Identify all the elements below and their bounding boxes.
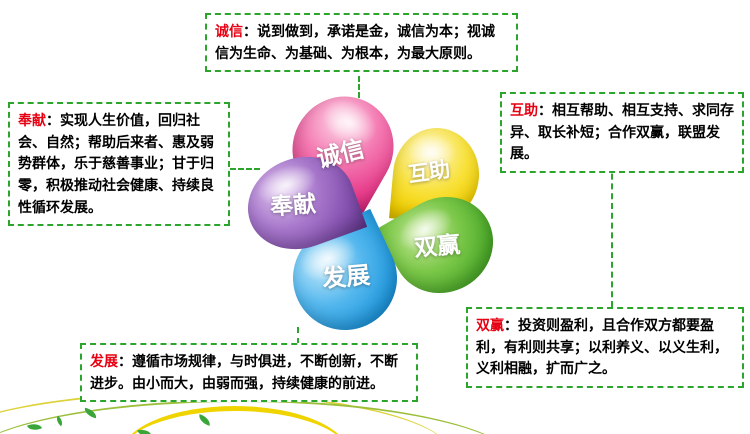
petal-label-shuangying: 双赢 [413,231,462,261]
note-text-chengxin: ：说到做到，承诺是金，诚信为本；视诚信为生命、为基础、为根本，为最大原则。 [215,23,495,61]
connector-fengxian [230,168,260,170]
note-text-huzhu: ：相互帮助、相互支持、求同存异、取长补短；合作双赢，联盟发展。 [510,102,734,162]
note-keyword-huzhu: 互助 [510,102,538,118]
note-box-chengxin: 诚信：说到做到，承诺是金，诚信为本；视诚信为生命、为基础、为根本，为最大原则。 [205,13,518,73]
note-box-huzhu: 互助：相互帮助、相互支持、求同存异、取长补短；合作双赢，联盟发展。 [500,92,744,174]
petal-label-huzhu: 互助 [406,158,452,187]
connector-fazhan [297,327,299,344]
note-text-shuangying: ：投资则盈利，且合作双方都要盈利，有利则共享；以利养义、以义生利，义利相融，扩而… [476,317,728,377]
petal-label-fengxian: 奉献 [269,190,317,220]
note-box-shuangying: 双赢：投资则盈利，且合作双方都要盈利，有利则共享；以利养义、以义生利，义利相融，… [466,307,744,389]
note-keyword-fengxian: 奉献 [18,112,46,128]
note-box-fengxian: 奉献：实现人生价值，回归社会、自然；帮助后来者、惠及弱势群体，乐于慈善事业；甘于… [8,102,230,227]
note-keyword-fazhan: 发展 [90,353,118,369]
note-text-fazhan: ：遵循市场规律，与时俱进，不断创新，不断进步。由小而大，由弱而强，持续健康的前进… [90,353,398,391]
note-box-fazhan: 发展：遵循市场规律，与时俱进，不断创新，不断进步。由小而大，由弱而强，持续健康的… [80,343,418,403]
note-keyword-shuangying: 双赢 [476,317,504,333]
note-text-fengxian: ：实现人生价值，回归社会、自然；帮助后来者、惠及弱势群体，乐于慈善事业；甘于归零… [18,112,214,215]
note-keyword-chengxin: 诚信 [215,23,243,39]
petal-label-fazhan: 发展 [321,261,372,294]
connector-right-column [611,154,613,307]
connector-chengxin [358,76,360,106]
arc-decoration-yellow-thick [120,406,350,434]
